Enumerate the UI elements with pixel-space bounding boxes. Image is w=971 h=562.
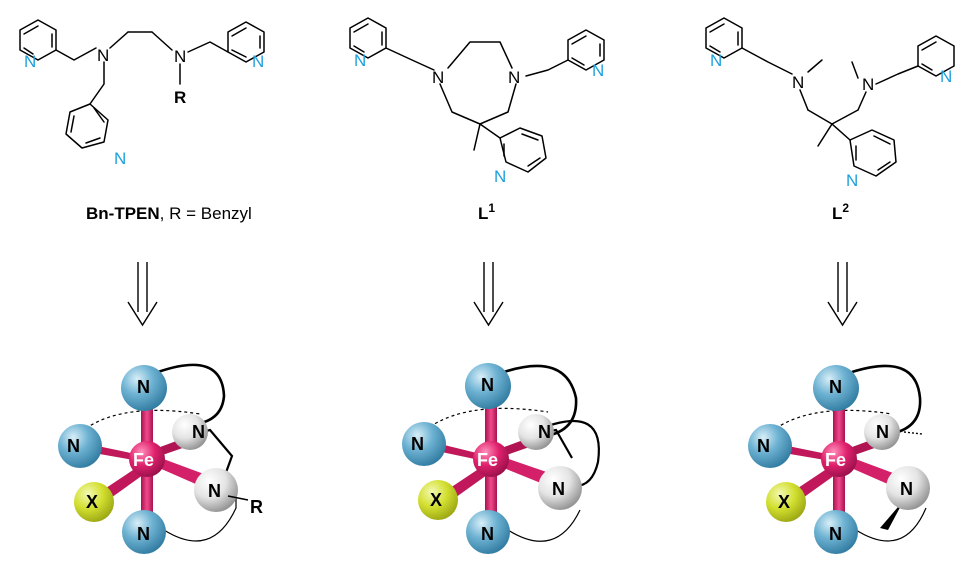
pyridine-nitrogen: N xyxy=(252,52,264,71)
iron-center: Fe xyxy=(825,450,846,470)
complex-l2: Fe N N N N N X xyxy=(748,364,930,554)
donor-nitrogen: N xyxy=(67,436,80,456)
ligand-name: L xyxy=(832,204,842,223)
amine-nitrogen: N xyxy=(862,75,874,94)
donor-nitrogen: N xyxy=(137,524,150,544)
amine-nitrogen: N xyxy=(792,73,804,92)
substituent-r: R xyxy=(250,497,263,517)
donor-nitrogen: N xyxy=(876,422,889,442)
pyridine-nitrogen: N xyxy=(940,67,952,86)
donor-nitrogen: N xyxy=(481,524,494,544)
ligand-l2-structure: N N N N N xyxy=(705,17,955,190)
pyridine-nitrogen: N xyxy=(24,52,36,71)
substituent-r: R xyxy=(174,88,186,107)
amine-nitrogen: N xyxy=(432,68,444,87)
ligand-superscript: 1 xyxy=(488,201,495,215)
arrow-icon xyxy=(127,262,158,327)
pyridine-nitrogen: N xyxy=(354,51,366,70)
ligand-bn-tpen-structure: N N N N N R xyxy=(19,19,265,168)
pyridine-nitrogen: N xyxy=(710,51,722,70)
iron-center: Fe xyxy=(133,450,154,470)
amine-nitrogen: N xyxy=(174,47,186,66)
pyridine-nitrogen: N xyxy=(592,61,604,80)
labile-ligand-x: X xyxy=(86,492,98,512)
ligand-name: L xyxy=(478,204,488,223)
donor-nitrogen: N xyxy=(208,481,221,501)
donor-nitrogen: N xyxy=(829,524,842,544)
donor-nitrogen: N xyxy=(757,436,770,456)
labile-ligand-x: X xyxy=(778,492,790,512)
amine-nitrogen: N xyxy=(97,46,109,65)
pyridine-nitrogen: N xyxy=(114,149,126,168)
donor-nitrogen: N xyxy=(481,375,494,395)
arrow-icon xyxy=(827,262,858,327)
labile-ligand-x: X xyxy=(430,490,442,510)
donor-nitrogen: N xyxy=(538,422,551,442)
pyridine-nitrogen: N xyxy=(494,167,506,186)
donor-nitrogen: N xyxy=(829,377,842,397)
ligand-label-rest: , R = Benzyl xyxy=(160,204,252,223)
ligand-name: Bn-TPEN xyxy=(86,204,160,223)
donor-nitrogen: N xyxy=(137,377,150,397)
pyridine-nitrogen: N xyxy=(846,171,858,190)
donor-nitrogen: N xyxy=(411,434,424,454)
ligand-l1-structure: N N N N N xyxy=(349,17,605,186)
iron-center: Fe xyxy=(477,450,498,470)
complex-l1: Fe N N N N N X xyxy=(402,363,600,554)
donor-nitrogen: N xyxy=(900,479,913,499)
ligand-label-l2: L2 xyxy=(832,201,849,223)
donor-nitrogen: N xyxy=(552,479,565,499)
donor-nitrogen: N xyxy=(192,422,205,442)
ligand-label-bn-tpen: Bn-TPEN, R = Benzyl xyxy=(86,204,252,223)
ligand-label-l1: L1 xyxy=(478,201,495,223)
complex-bn-tpen: Fe N N N N N X R xyxy=(58,363,263,554)
amine-nitrogen: N xyxy=(508,68,520,87)
ligand-superscript: 2 xyxy=(842,201,849,215)
arrow-icon xyxy=(473,262,504,327)
